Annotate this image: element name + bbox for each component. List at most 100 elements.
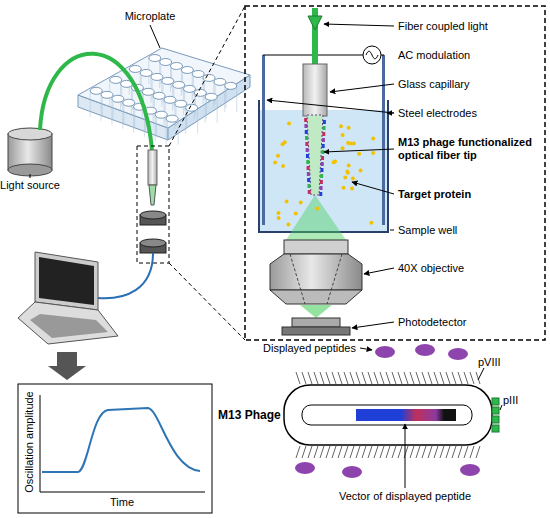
pviii-coat [470,446,474,458]
well [101,91,113,121]
laptop [18,252,118,344]
target-protein [347,126,351,130]
leader-line [364,268,394,274]
flow-arrow [48,352,86,380]
target-protein [341,146,345,150]
target-protein [281,164,285,168]
displayed-peptide [415,344,435,356]
phage-coating [304,118,307,122]
leader-line [352,322,394,328]
pviii-coat [398,446,402,458]
leader-line [500,405,502,410]
fiber-assembly [303,64,327,116]
phage-coating [305,142,308,146]
target-protein [349,141,353,145]
target-protein [347,163,351,167]
target-protein [273,161,277,165]
pviii-coat [374,446,378,458]
label: pIII [503,394,518,407]
zoom-box [137,146,169,263]
piii-protein [492,398,499,432]
pviii-coat [386,372,390,384]
light-source [8,128,52,140]
phage-coating [304,118,326,196]
signal-chart [42,408,200,472]
leader-line [360,348,502,488]
objective [270,290,362,304]
target-protein [273,121,375,226]
well [205,93,217,123]
phage-coating [305,130,308,134]
well [205,93,217,100]
target-protein [286,222,290,226]
well [186,104,198,134]
label: AC modulation [398,49,470,62]
pviii-coat [350,446,354,458]
label: M13 phage functionalized optical fiber t… [398,136,540,162]
phage-coating [307,172,310,176]
photodetector [292,318,340,327]
laptop [18,302,118,344]
phage-coating [319,192,322,196]
pviii-coat [380,372,384,384]
leader-line [324,149,394,152]
pviii-coat [356,372,360,384]
piii-protein [492,398,499,405]
pviii-coat [428,446,432,458]
m13-phage [284,385,492,445]
phage-coating [308,190,311,194]
pviii-coat [464,446,468,458]
pviii-coat [422,446,426,458]
objective [270,240,362,304]
pviii-coat [380,446,384,458]
fiber-holder [140,239,166,247]
well [162,77,174,84]
phage-coating [306,154,309,158]
pviii-coat [452,372,456,384]
pviii-coat [332,372,336,384]
pviii-coat [434,372,438,384]
pviii-coat [416,372,420,384]
well [123,99,135,129]
well [149,55,161,62]
target-protein [339,124,343,128]
phage-coating [320,180,323,184]
light-cone [300,305,332,318]
m13-phage [356,409,456,421]
leader-line [352,182,394,194]
pviii-coat [374,372,378,384]
signal-chart [40,395,205,492]
leader-line [478,368,484,380]
pviii-coat [302,372,306,384]
phage-coating [323,126,326,130]
target-protein [287,121,291,125]
leader-line [390,230,394,231]
target-protein [371,151,375,155]
label: Glass capillary [398,78,470,91]
label: Time [110,496,134,509]
pviii-coat [404,372,408,384]
fiber-assembly [303,8,327,195]
zoom-line [169,6,245,340]
piii-protein [492,416,499,423]
pviii-coat [446,446,450,458]
well [164,96,176,103]
light-cone [286,195,346,240]
well [160,59,172,66]
pviii-coat [332,446,336,458]
pviii-coat [356,446,360,458]
electrode [262,55,265,225]
pviii-coat [344,372,348,384]
label: Steel electrodes [398,107,477,120]
pviii-coat [344,446,348,458]
phage-coating [320,186,323,190]
pviii-coat [362,446,366,458]
fiber-holder [148,150,157,185]
leader-line [150,25,160,48]
phage-coating [321,150,324,154]
label: Sample well [398,224,457,237]
pviii-coat [296,372,480,458]
target-protein [283,140,287,144]
